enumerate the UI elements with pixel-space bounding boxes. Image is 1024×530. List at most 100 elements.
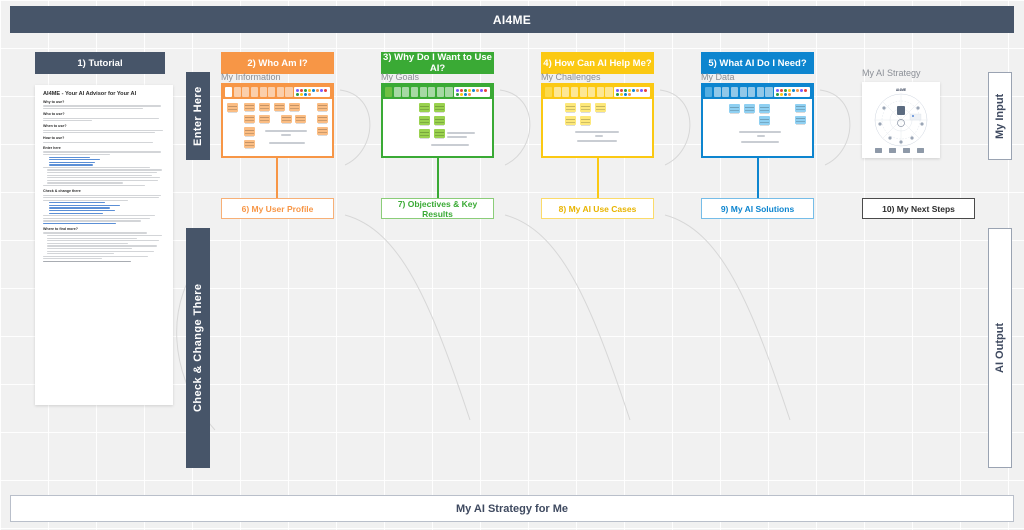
sticky-note[interactable] [434,129,445,138]
text-link[interactable] [49,207,110,209]
button-my-ai-use-cases[interactable]: 8) My AI Use Cases [541,198,654,219]
board-column[interactable] [259,87,267,97]
board-note-area[interactable] [223,99,332,156]
board-column[interactable] [748,87,756,97]
board-column[interactable] [445,87,453,97]
text-link[interactable] [49,212,103,214]
board-column[interactable] [242,87,250,97]
sticky-note[interactable] [227,103,238,112]
text-link[interactable] [49,202,106,204]
text-link[interactable] [49,156,91,158]
sticky-note[interactable] [317,103,328,111]
board-column[interactable] [705,87,713,97]
board-column[interactable] [579,87,587,97]
board-column[interactable] [393,87,401,97]
board-who-am-i[interactable] [221,83,334,158]
sticky-note[interactable] [419,129,430,138]
board-column[interactable] [385,87,393,97]
board-column[interactable] [765,87,773,97]
sticky-note[interactable] [580,116,591,125]
sticky-note[interactable] [244,103,255,111]
text-line [577,140,617,142]
button-my-ai-solutions[interactable]: 9) My AI Solutions [701,198,814,219]
board-column[interactable] [605,87,613,97]
board-column[interactable] [756,87,764,97]
button-my-next-steps-label: 10) My Next Steps [882,203,955,214]
sticky-note[interactable] [281,115,292,123]
board-column[interactable] [713,87,721,97]
text-link[interactable] [49,159,101,161]
board-column[interactable] [250,87,258,97]
board-column[interactable] [730,87,738,97]
sticky-note[interactable] [580,103,591,112]
board-column[interactable] [233,87,241,97]
button-objectives-key-results[interactable]: 7) Objectives & Key Results [381,198,494,219]
sticky-note[interactable] [317,115,328,123]
card-header-how-can-ai-help[interactable]: 4) How Can AI Help Me? [541,52,654,74]
board-column[interactable] [570,87,578,97]
text-link[interactable] [49,161,96,163]
board-why-use-ai[interactable] [381,83,494,158]
sticky-note[interactable] [295,115,306,123]
board-column[interactable] [410,87,418,97]
rail-my-input: My Input [988,72,1012,160]
text-link[interactable] [49,204,120,207]
sticky-note[interactable] [744,104,755,113]
sticky-note[interactable] [795,116,806,124]
board-column[interactable] [562,87,570,97]
board-column[interactable] [276,87,284,97]
sticky-note[interactable] [434,103,445,112]
board-how-can-ai-help[interactable] [541,83,654,158]
sticky-note[interactable] [317,127,328,135]
card-header-why-use-ai[interactable]: 3) Why Do I Want to Use AI? [381,52,494,74]
board-column[interactable] [225,87,233,97]
board-column[interactable] [545,87,553,97]
text-link[interactable] [49,210,115,212]
board-note-area[interactable] [543,99,652,156]
board-column[interactable] [722,87,730,97]
sticky-note[interactable] [759,104,770,113]
sticky-note[interactable] [259,115,270,123]
button-my-next-steps[interactable]: 10) My Next Steps [862,198,975,219]
sticky-note[interactable] [434,116,445,125]
board-column[interactable] [402,87,410,97]
diagram-my-ai-strategy[interactable]: AI4ME [862,82,940,158]
board-legend [454,87,490,97]
sticky-note[interactable] [419,116,430,125]
board-note-area[interactable] [383,99,492,156]
document-tutorial[interactable]: AI4ME - Your AI Advisor for Your AI Why … [35,85,173,405]
board-column[interactable] [268,87,276,97]
card-header-who-am-i[interactable]: 2) Who Am I? [221,52,334,74]
sticky-note[interactable] [244,127,255,136]
sticky-note[interactable] [595,103,606,112]
sticky-note[interactable] [244,115,255,123]
sticky-note[interactable] [274,103,285,111]
sticky-note[interactable] [729,104,740,113]
board-column[interactable] [739,87,747,97]
tutorial-section-heading: Who to use? [43,112,65,117]
sticky-note[interactable] [259,103,270,111]
board-column[interactable] [596,87,604,97]
board-column[interactable] [588,87,596,97]
sticky-note[interactable] [565,103,576,112]
card-header-tutorial[interactable]: 1) Tutorial [35,52,165,74]
board-column[interactable] [553,87,561,97]
board-column[interactable] [428,87,436,97]
text-link[interactable] [43,222,117,225]
sticky-note[interactable] [289,103,300,111]
board-note-area[interactable] [703,99,812,156]
text-link[interactable] [49,164,93,166]
board-column[interactable] [285,87,293,97]
sticky-note[interactable] [759,116,770,125]
sticky-note[interactable] [244,140,255,148]
button-my-user-profile[interactable]: 6) My User Profile [221,198,334,219]
card-header-what-ai-do-i-need[interactable]: 5) What AI Do I Need? [701,52,814,74]
text-line [43,199,129,201]
sticky-note[interactable] [419,103,430,112]
sticky-note[interactable] [795,104,806,112]
board-column[interactable] [419,87,427,97]
board-column[interactable] [436,87,444,97]
sticky-note[interactable] [565,116,576,125]
board-what-ai-do-i-need[interactable] [701,83,814,158]
